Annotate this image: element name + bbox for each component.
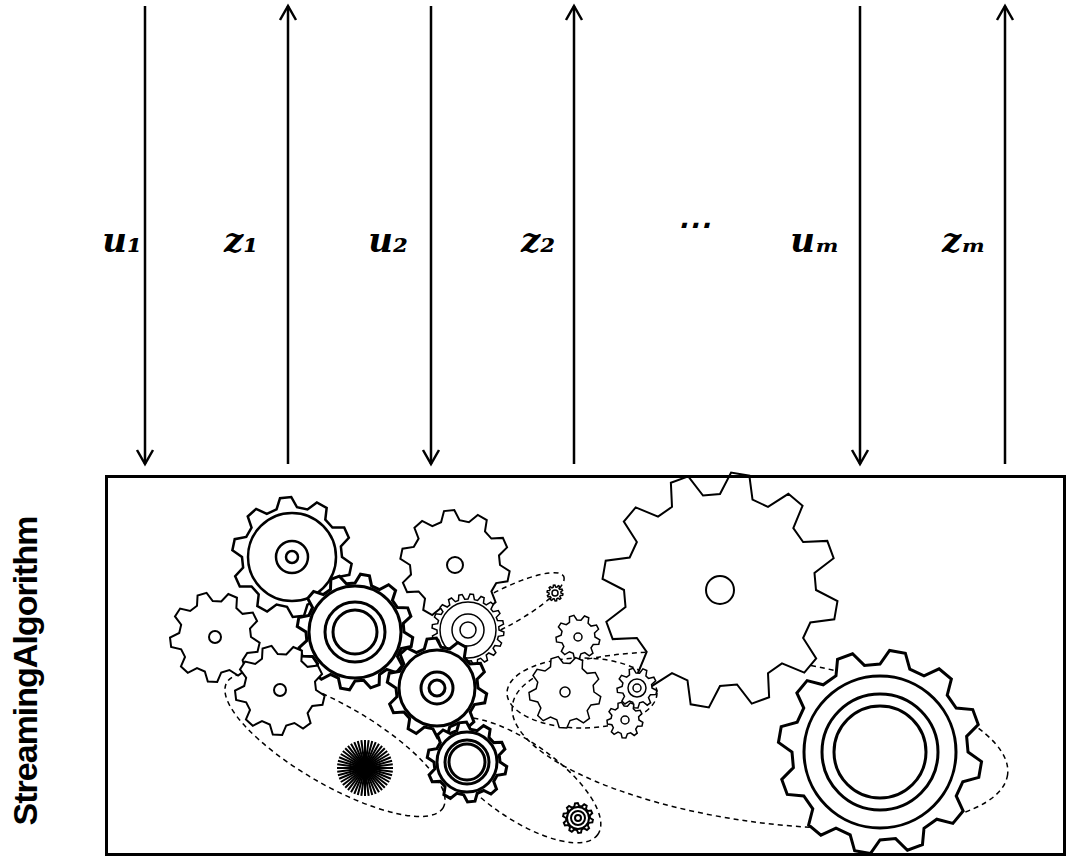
gear [617, 668, 657, 708]
gear-ring [560, 687, 570, 697]
starburst-gear [337, 740, 393, 796]
gear-ring [834, 706, 926, 798]
gear [607, 702, 643, 738]
gear-outline [607, 702, 643, 738]
stream-symbol: uₘ [790, 220, 840, 260]
gear-ring [822, 694, 938, 810]
spike [365, 768, 372, 795]
gear [427, 722, 506, 802]
spike [358, 741, 365, 768]
gear-ring [421, 672, 453, 704]
gear-outline [547, 585, 563, 601]
gear-ring [445, 740, 489, 784]
gear-ring [325, 602, 385, 662]
box-heading: StreamingAlgorithm [6, 517, 45, 826]
spike [361, 740, 365, 768]
stream-arrow [1004, 6, 1007, 464]
spike [365, 761, 392, 768]
stream-symbol: u₂ [368, 220, 408, 260]
gear [529, 657, 601, 728]
gear-ring [633, 684, 641, 692]
gear-outline [563, 803, 593, 833]
stream-symbol: u₁ [102, 220, 142, 260]
stream-arrow [859, 6, 862, 464]
gear-ring [706, 576, 734, 604]
gear-ring [567, 807, 589, 829]
gear [387, 638, 486, 738]
gear-ring [447, 557, 463, 573]
stream-arrow [430, 6, 433, 464]
gear-ring [571, 811, 585, 825]
gear-ring [552, 590, 558, 596]
gear [547, 585, 563, 601]
gear-outline [427, 722, 506, 802]
gear-ring [274, 684, 286, 696]
gear-outline [529, 657, 601, 728]
stream-arrow [287, 6, 290, 464]
stream-arrow [144, 6, 147, 464]
gear-ring [574, 633, 582, 641]
gear-outline [235, 646, 325, 735]
gear-ring [309, 586, 401, 678]
gear-ring [209, 631, 221, 643]
spike [337, 768, 365, 772]
stream-arrow [573, 6, 576, 464]
gear [556, 615, 600, 659]
gear-ring [621, 716, 629, 724]
gear-ring [286, 551, 298, 563]
spike [338, 768, 365, 775]
gear-ring [460, 622, 476, 638]
gear-ring [248, 513, 336, 601]
gear-outline [556, 615, 600, 659]
gear-ring [628, 679, 646, 697]
spike [365, 764, 393, 768]
gear-outline [387, 638, 486, 738]
gear-ring [452, 614, 484, 646]
gear [235, 646, 325, 735]
gear-illustration [170, 473, 982, 854]
gear [563, 803, 593, 833]
gear-ring [575, 815, 581, 821]
gear-ring [276, 541, 308, 573]
gear-ring [333, 610, 377, 654]
stream-symbol: z₂ [521, 220, 555, 260]
gear [603, 473, 838, 708]
gear-outline [617, 668, 657, 708]
gear-belts [207, 560, 1019, 861]
stream-symbol: z₁ [224, 220, 258, 260]
spike [365, 768, 369, 796]
gear [778, 650, 981, 853]
algorithm-box: StreamingAlgorithm [105, 475, 1066, 856]
gear-ring [429, 680, 445, 696]
gear-outline [603, 473, 838, 708]
gear-ring [437, 732, 497, 792]
stream-symbol: zₘ [942, 220, 986, 260]
stream-arrows [145, 6, 1005, 464]
gear-outline [778, 650, 981, 853]
stream-symbol: ⋯ [676, 204, 710, 244]
gear-ring [449, 744, 485, 780]
gear-ring [399, 650, 475, 726]
gear-ring [804, 676, 956, 828]
